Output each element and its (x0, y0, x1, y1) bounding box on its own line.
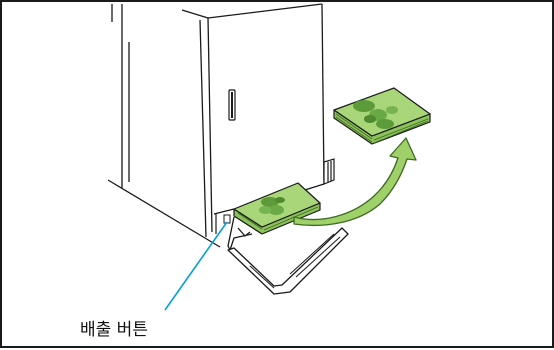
cabinet-door (228, 89, 335, 185)
printer-body (107, 3, 325, 248)
output-slot (213, 208, 235, 234)
eject-button (223, 214, 231, 224)
paper-stack-ejected (233, 182, 321, 235)
eject-button-label: 배출 버튼 (80, 320, 148, 340)
callout-line (164, 221, 228, 311)
move-arrow (293, 137, 417, 227)
paper-stack-removed (333, 87, 431, 145)
output-tray (227, 216, 349, 295)
